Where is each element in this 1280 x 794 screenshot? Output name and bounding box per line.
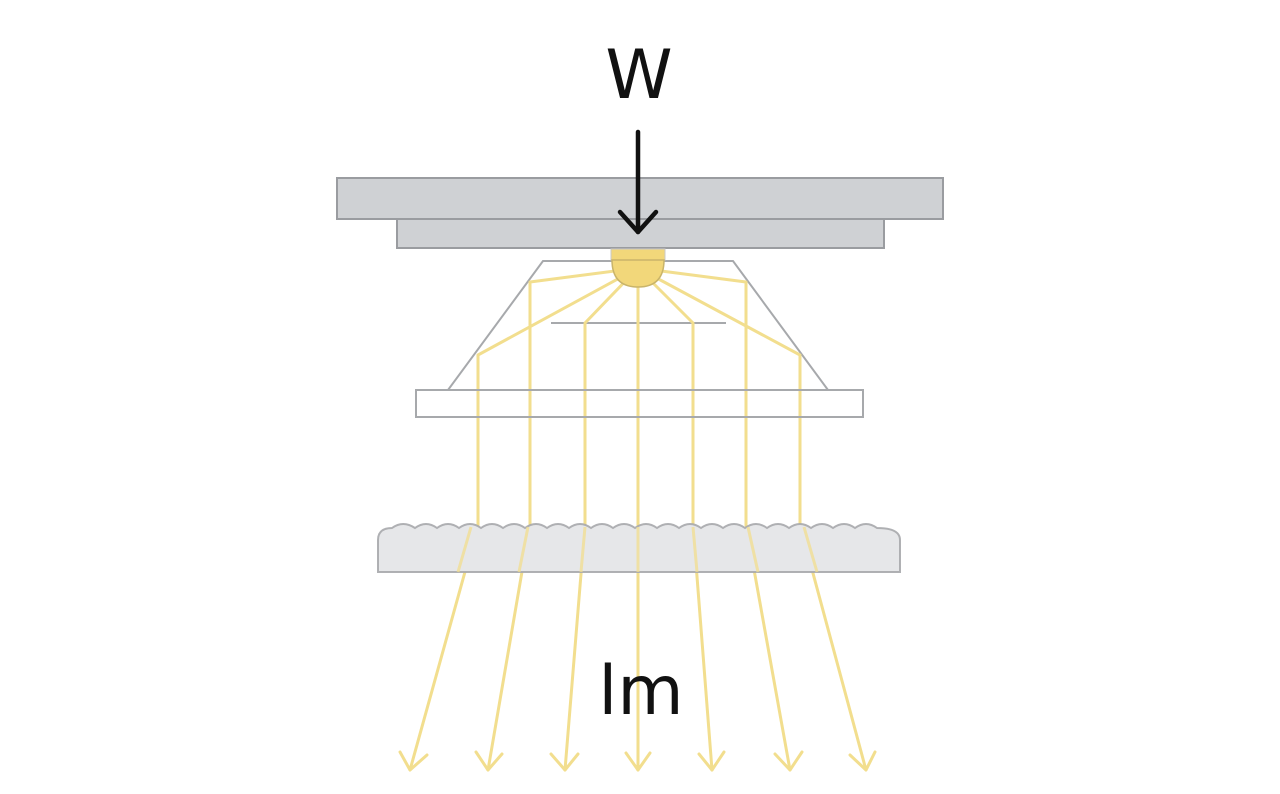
light-ray [563, 266, 640, 772]
light-ray [636, 266, 714, 772]
power-label: W [605, 36, 672, 115]
base-plate [396, 218, 885, 249]
chevron-down-icon [549, 752, 580, 772]
chevron-down-icon [398, 750, 429, 772]
chevron-down-icon [624, 751, 652, 772]
led-base [610, 248, 666, 261]
led-dome [611, 259, 665, 288]
light-ray [636, 266, 868, 772]
arrow-down-icon [617, 129, 659, 235]
ray-arrowheads [398, 750, 877, 772]
chevron-down-icon [773, 750, 804, 772]
chevron-down-icon [474, 750, 504, 772]
rays-through-diffuser [456, 526, 819, 573]
luminous-flux-label: lm [598, 652, 683, 731]
chevron-down-icon [697, 750, 726, 772]
rays-below-lens-base [476, 391, 802, 416]
light-ray [408, 266, 640, 772]
chevron-down-icon [848, 750, 877, 772]
